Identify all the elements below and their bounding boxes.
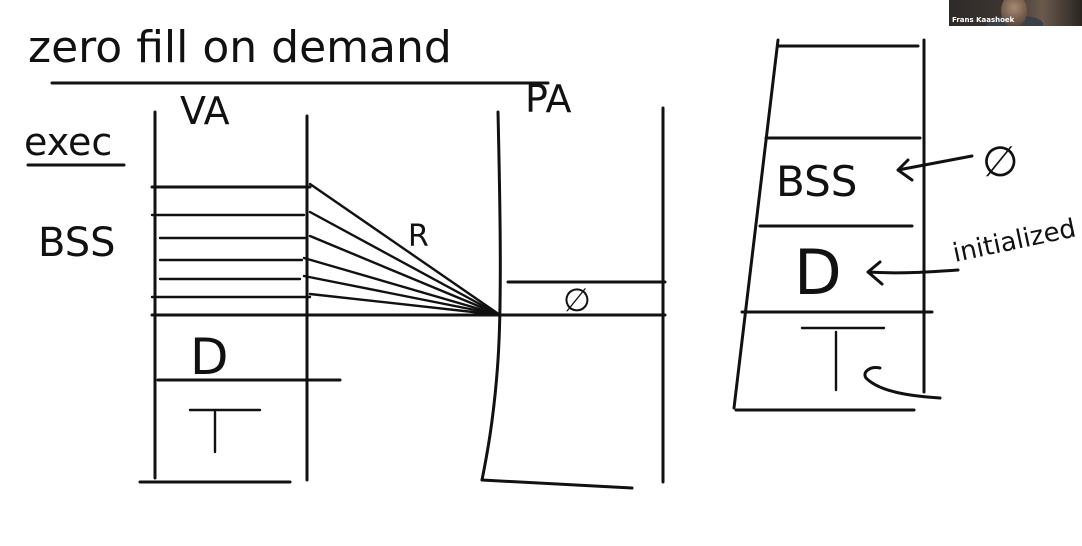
mapping-lines	[302, 182, 502, 317]
initialized-label: initialized	[950, 214, 1078, 269]
participant-avatar	[1001, 0, 1027, 26]
zero-page-label: ∅	[563, 281, 591, 319]
read-only-label: R	[408, 219, 429, 254]
participant-video-tile[interactable]: Frans Kaashoek	[949, 0, 1082, 26]
exec-label: exec	[24, 120, 112, 164]
data-label-right: D	[794, 236, 842, 309]
pa-label: PA	[525, 77, 571, 121]
participant-name: Frans Kaashoek	[952, 16, 1015, 24]
title: zero fill on demand	[28, 22, 452, 73]
pa-physical-memory	[480, 106, 667, 490]
data-label-left: D	[190, 328, 229, 386]
bss-label-left: BSS	[38, 220, 116, 266]
va-address-space	[138, 110, 500, 484]
zero-label-right: ∅	[982, 137, 1019, 186]
bss-label-right: BSS	[776, 157, 857, 206]
va-label: VA	[180, 89, 230, 133]
exec-file-layout	[732, 38, 974, 412]
